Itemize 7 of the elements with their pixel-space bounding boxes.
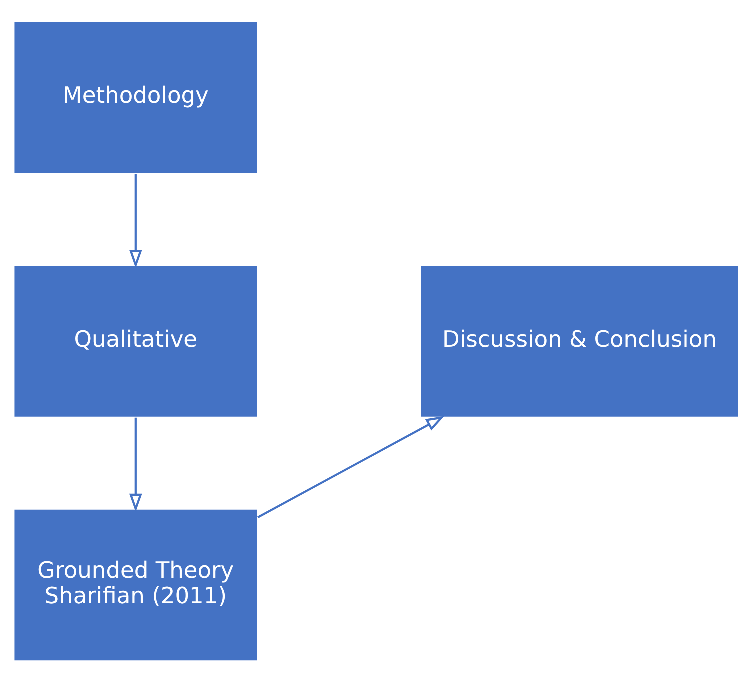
arrow	[258, 416, 445, 518]
arrow	[129, 174, 142, 268]
arrow	[129, 417, 142, 512]
node-box: Discussion & Conclusion	[420, 264, 740, 418]
node-box: Grounded Theory Sharifian (2011)	[13, 508, 258, 662]
node-box: Qualitative	[13, 264, 258, 418]
node-box: Methodology	[13, 20, 258, 174]
